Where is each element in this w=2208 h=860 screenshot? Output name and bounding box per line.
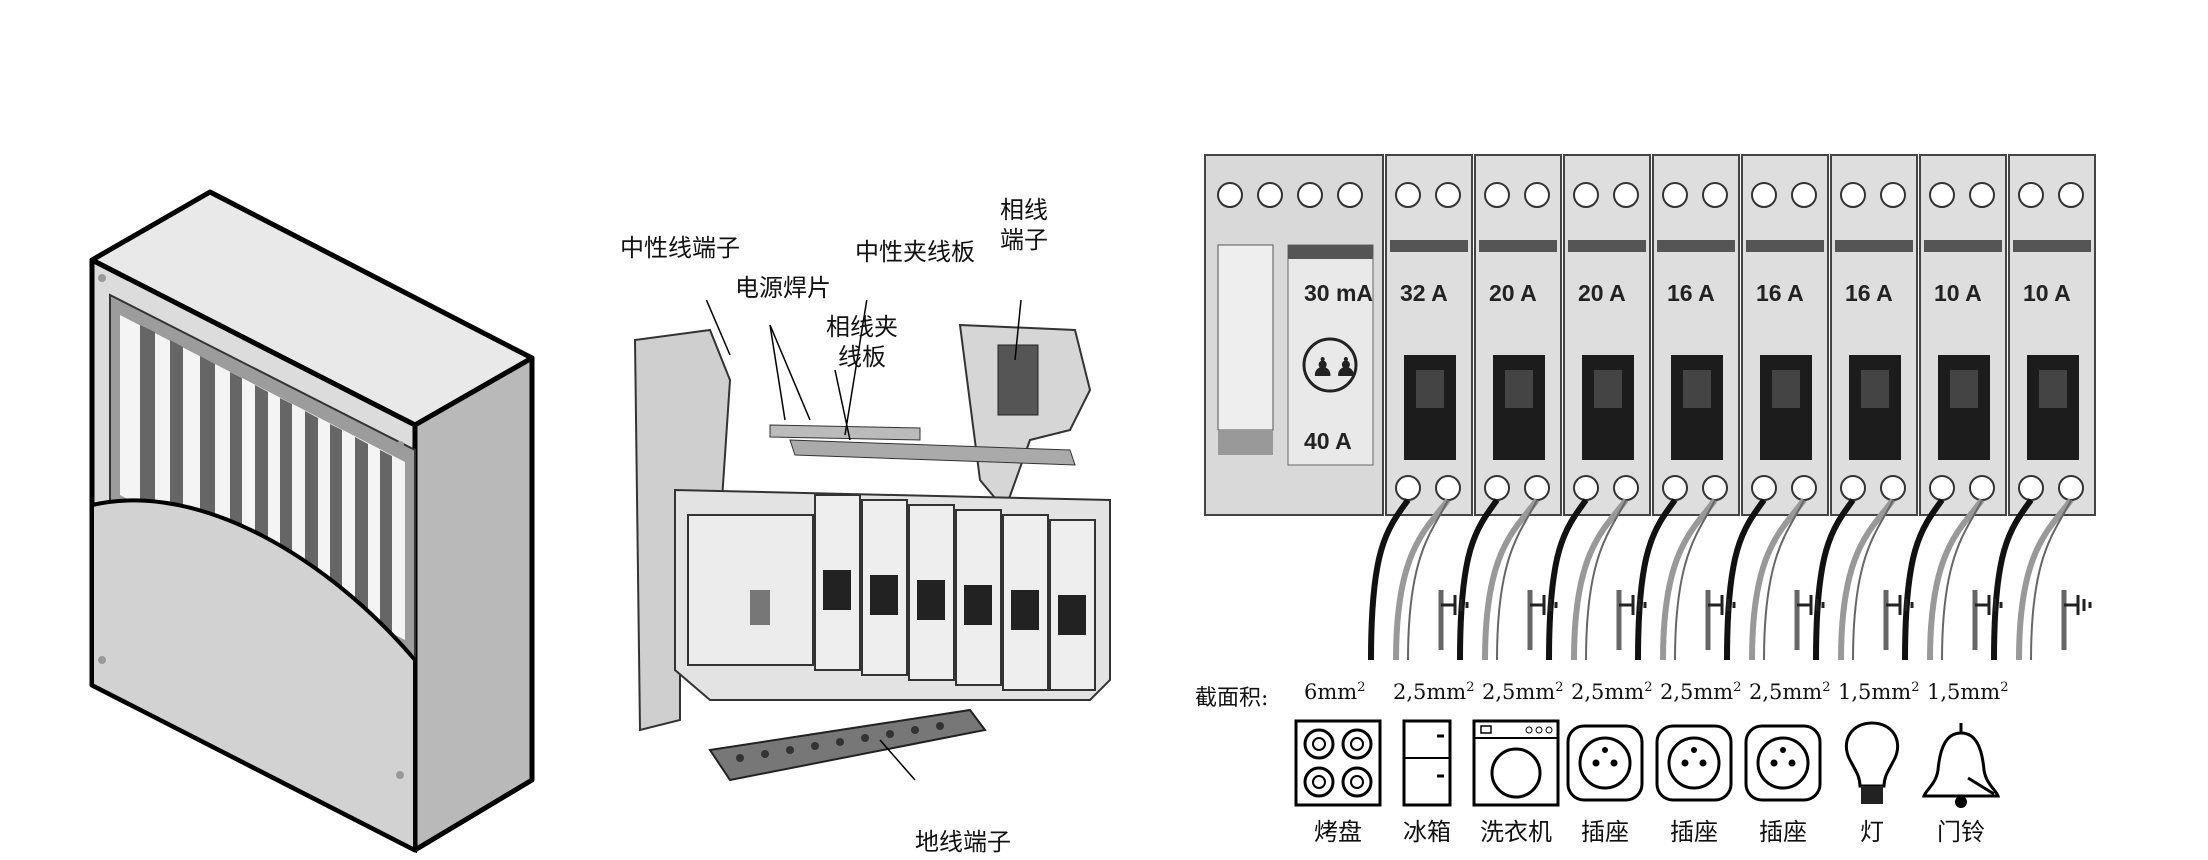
appliance-4	[1560, 718, 1650, 808]
breaker-rating: 10 A	[1934, 280, 1982, 306]
breaker-rating: 32 A	[1400, 280, 1448, 306]
main-rcd-current: 40 A	[1304, 428, 1352, 454]
cross-section-value: 2,5mm2	[1749, 680, 1831, 704]
breaker-module: 16 A	[1635, 154, 1740, 661]
cross-section-value: 6mm2	[1304, 680, 1366, 704]
earth-icon	[1438, 590, 1469, 650]
earth-icon	[1616, 590, 1647, 650]
appliance-label: 灯	[1860, 818, 1884, 846]
appliance-1	[1293, 718, 1383, 808]
socket-icon	[1566, 724, 1644, 802]
bulb-icon	[1844, 721, 1900, 804]
cross-section-value: 1,5mm2	[1838, 680, 1920, 704]
appliance-label: 插座	[1670, 818, 1718, 846]
main-rcd-sensitivity: 30 mA	[1304, 280, 1373, 306]
washing-machine-icon	[1472, 719, 1560, 807]
earth-icon	[1972, 590, 2003, 650]
hob-icon	[1294, 719, 1382, 807]
appliance-label: 冰箱	[1403, 818, 1451, 846]
breaker-module: 10 A	[1902, 154, 2007, 661]
appliance-8	[1916, 718, 2006, 808]
earth-icon	[1705, 590, 1736, 650]
cross-section-caption: 截面积:	[1195, 686, 1269, 711]
appliance-7	[1827, 718, 1917, 808]
breaker-module: 16 A	[1813, 154, 1918, 661]
neutral-terminal-label: 中性线端子	[620, 234, 740, 262]
cross-section-value: 2,5mm2	[1482, 680, 1564, 704]
enclosure-illustration	[89, 189, 535, 854]
phase-busbar-label: 相线夹 线板	[826, 313, 898, 371]
appliance-label: 烤盘	[1314, 818, 1362, 846]
earth-icon	[1883, 590, 1914, 650]
breaker-panel: 30 mA 40 A ♟♟ 32 A 20 A 20 A 16 A 16 A 16 A 10…	[1204, 154, 2096, 661]
breaker-module: 20 A	[1457, 154, 1562, 661]
breaker-rating: 16 A	[1667, 280, 1715, 306]
breaker-module: 10 A	[1991, 154, 2096, 661]
appliance-label: 门铃	[1937, 818, 1985, 846]
breaker-rating: 20 A	[1578, 280, 1626, 306]
children-icon: ♟♟	[1311, 353, 1358, 383]
appliance-5	[1649, 718, 1739, 808]
exploded-distribution-box	[633, 300, 1111, 782]
earth-icon	[2061, 590, 2092, 650]
breaker-module: 16 A	[1724, 154, 1829, 661]
appliance-3	[1471, 718, 1561, 808]
cross-section-value: 2,5mm2	[1660, 680, 1742, 704]
appliance-2	[1382, 718, 1472, 808]
earth-icon	[1794, 590, 1825, 650]
breaker-module: 32 A	[1368, 154, 1473, 661]
breaker-rating: 16 A	[1845, 280, 1893, 306]
phase-terminal-label: 相线 端子	[1000, 196, 1048, 254]
earth-icon	[1527, 590, 1558, 650]
cross-section-value: 2,5mm2	[1571, 680, 1653, 704]
earth-terminal-label: 地线端子	[915, 828, 1011, 856]
appliance-label: 插座	[1581, 818, 1629, 846]
breaker-rating: 10 A	[2023, 280, 2071, 306]
appliance-label: 洗衣机	[1480, 818, 1552, 846]
fridge-icon	[1402, 719, 1452, 807]
power-tab-label: 电源焊片	[735, 274, 831, 302]
cross-section-value: 1,5mm2	[1927, 680, 2009, 704]
cross-section-value: 2,5mm2	[1393, 680, 1475, 704]
socket-icon	[1655, 724, 1733, 802]
appliance-label: 插座	[1759, 818, 1807, 846]
socket-icon	[1744, 724, 1822, 802]
breaker-module: 20 A	[1546, 154, 1651, 661]
neutral-busbar-label: 中性夹线板	[855, 238, 975, 266]
breaker-rating: 16 A	[1756, 280, 1804, 306]
bell-icon	[1921, 723, 2001, 808]
appliance-6	[1738, 718, 1828, 808]
breaker-rating: 20 A	[1489, 280, 1537, 306]
